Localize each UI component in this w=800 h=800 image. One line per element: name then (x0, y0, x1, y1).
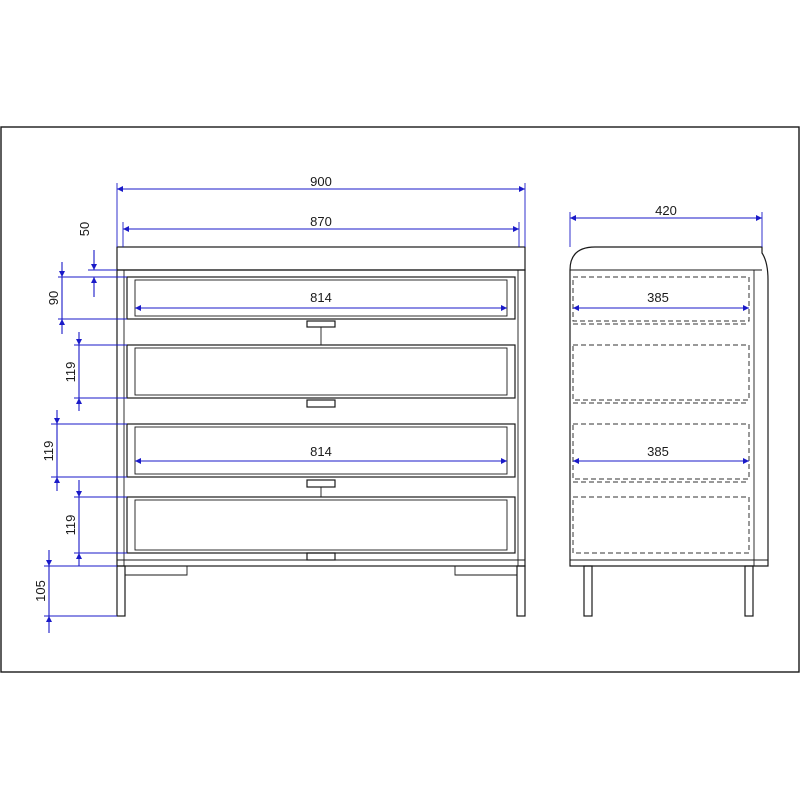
drawer-1-height-label: 90 (46, 291, 61, 305)
front-leg-left (116, 565, 126, 617)
drawing-frame (0, 126, 800, 673)
overall-width-label: 900 (310, 174, 332, 189)
side-body (569, 246, 769, 567)
front-view (116, 246, 526, 617)
drawer-2-inner (134, 347, 508, 396)
side-leg-back (583, 565, 593, 617)
cabinet-body (116, 269, 526, 567)
drawer-4-handle (306, 552, 336, 561)
drawer-width-mid-label: 814 (310, 444, 332, 459)
drawer-3-height-label: 119 (41, 441, 56, 462)
front-leg-right (516, 565, 526, 617)
drawer-4-height-label: 119 (63, 515, 78, 536)
inner-width-label: 870 (310, 214, 332, 229)
drawer-2-handle (306, 399, 336, 408)
drawer-1-handle (306, 320, 336, 328)
front-dimensions: 900 870 814 814 50 90 119 (33, 174, 526, 633)
drawer-depth-mid-label: 385 (647, 444, 669, 459)
side-leg-front (744, 565, 754, 617)
side-drawer-1 (572, 276, 750, 322)
drawer-4-inner (134, 499, 508, 551)
drawer-width-top-label: 814 (310, 290, 332, 305)
side-dimensions: 420 385 385 (569, 203, 763, 464)
side-view (569, 246, 769, 617)
drawer-1-front (126, 276, 516, 320)
drawer-depth-top-label: 385 (647, 290, 669, 305)
depth-label: 420 (655, 203, 677, 218)
drawer-4-front (126, 496, 516, 554)
drawer-3-handle (306, 479, 336, 488)
front-leg-left-brace (125, 565, 188, 576)
leg-height-label: 105 (33, 580, 48, 602)
front-leg-right-brace (454, 565, 517, 576)
drawer-2-height-label: 119 (63, 362, 78, 383)
drawer-3-front (126, 423, 516, 478)
side-drawer-3 (572, 423, 750, 480)
side-drawer-2 (572, 344, 750, 401)
drawer-1-inner (134, 279, 508, 317)
drawer-2-front (126, 344, 516, 399)
cabinet-top (116, 246, 526, 271)
side-drawer-4 (572, 496, 750, 554)
drawer-3-inner (134, 426, 508, 475)
top-thickness-label: 50 (77, 222, 92, 236)
